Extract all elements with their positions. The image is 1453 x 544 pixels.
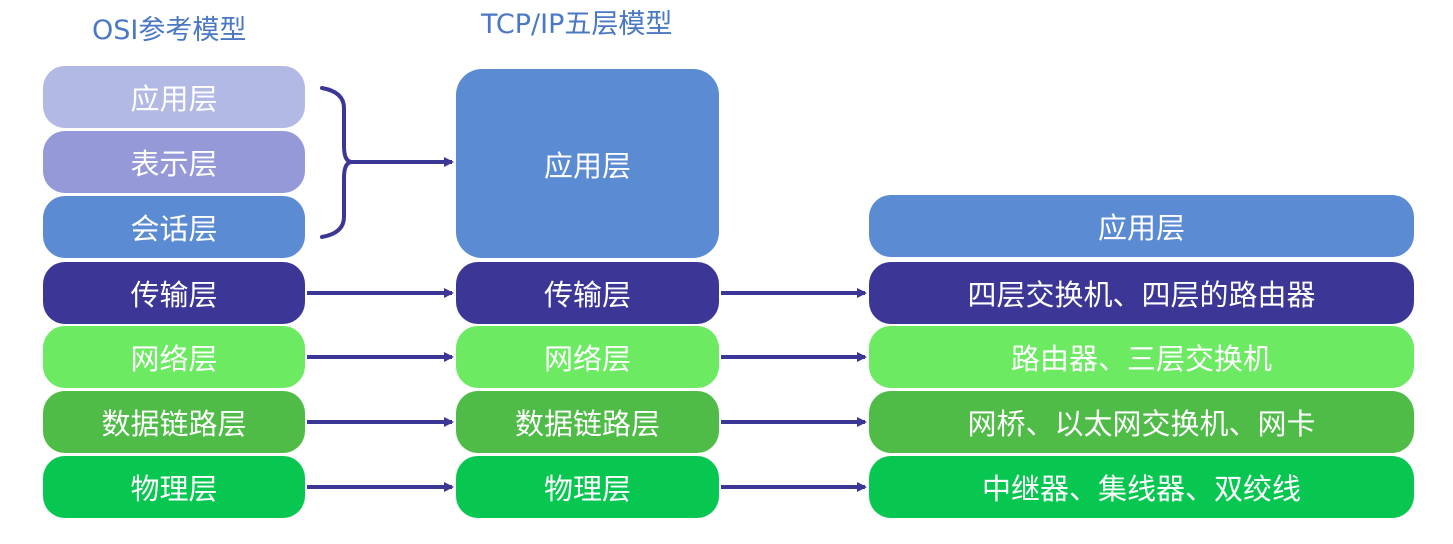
osi-transport-layer: 传输层 xyxy=(43,262,305,324)
tcpip-physical-layer: 物理层 xyxy=(456,456,719,518)
osi-network-layer: 网络层 xyxy=(43,326,305,388)
tcpip-transport-layer: 传输层 xyxy=(456,262,719,324)
devices-application-layer: 应用层 xyxy=(869,195,1414,257)
devices-physical-layer: 中继器、集线器、双绞线 xyxy=(869,456,1414,518)
osi-presentation-layer: 表示层 xyxy=(43,131,305,193)
tcpip-model-title: TCP/IP五层模型 xyxy=(481,9,673,40)
osi-model-title: OSI参考模型 xyxy=(92,15,247,46)
osi-session-layer: 会话层 xyxy=(43,196,305,258)
tcpip-data-link-layer: 数据链路层 xyxy=(456,391,719,453)
devices-transport-layer: 四层交换机、四层的路由器 xyxy=(869,262,1414,324)
osi-data-link-layer: 数据链路层 xyxy=(43,391,305,453)
tcpip-application-layer: 应用层 xyxy=(456,69,719,258)
devices-network-layer: 路由器、三层交换机 xyxy=(869,326,1414,388)
osi-application-layer: 应用层 xyxy=(43,66,305,128)
osi-physical-layer: 物理层 xyxy=(43,456,305,518)
upper-layers-bracket xyxy=(320,86,353,239)
devices-data-link-layer: 网桥、以太网交换机、网卡 xyxy=(869,391,1414,453)
tcpip-network-layer: 网络层 xyxy=(456,326,719,388)
